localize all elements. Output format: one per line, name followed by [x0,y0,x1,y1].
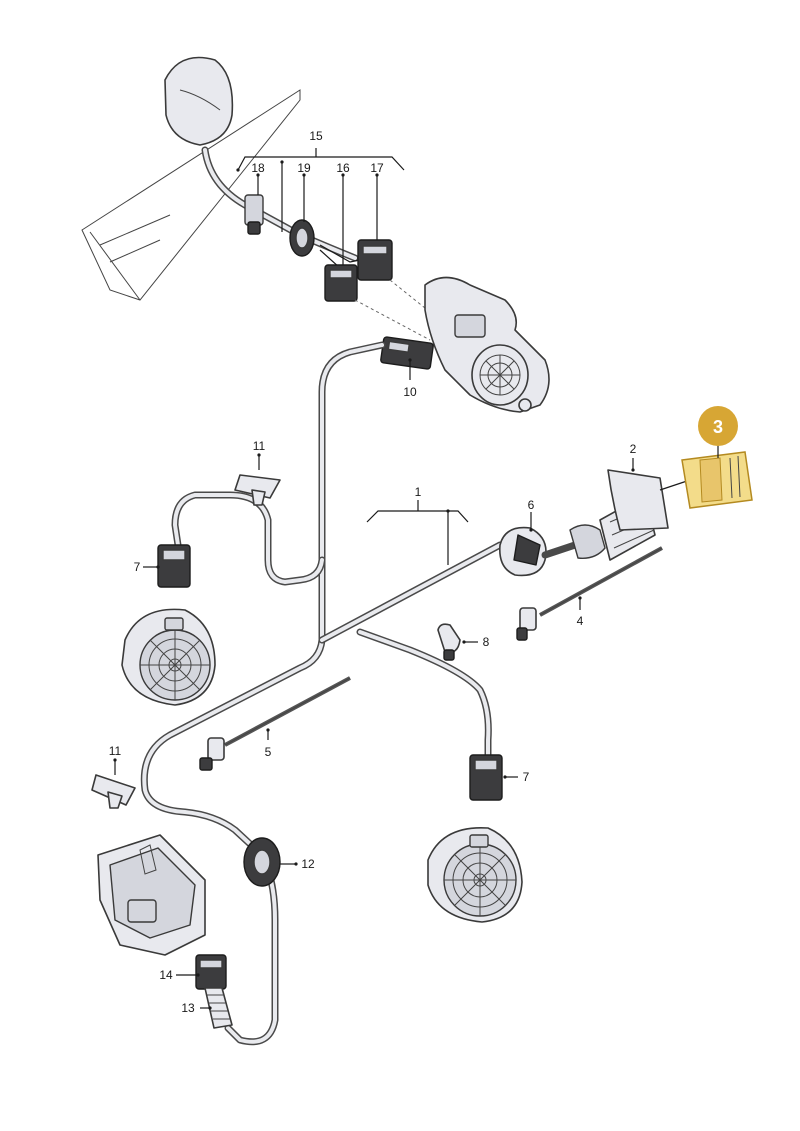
clip-item-11-upper [234,474,281,506]
door-lock-module [97,834,206,956]
callout-4: 4 [577,614,584,628]
connector-item-10 [380,336,434,370]
boot-item-2 [569,469,669,561]
connector-item-7-right [469,754,503,801]
callout-11-upper: 11 [253,439,266,453]
callout-3: 3 [713,417,723,437]
connector-item-16 [324,264,358,302]
callout-18: 18 [251,161,265,175]
highlight-badge-item-3: 3 [698,406,738,446]
boot-item-13 [204,987,233,1029]
callout-labels: 15 18 19 16 17 10 11 1 2 6 7 4 8 5 11 7 … [109,129,637,1015]
cable-tie-item-5 [199,676,351,771]
window-motor [424,276,550,413]
callout-5: 5 [265,745,272,759]
callout-11-lower: 11 [109,744,122,758]
grommet-item-12 [243,837,281,887]
callout-14: 14 [159,968,173,982]
connector-item-17 [357,239,393,281]
clip-item-11-lower [91,774,136,809]
grommet-item-6 [498,526,547,577]
callout-16: 16 [336,161,350,175]
callout-1: 1 [415,485,422,499]
callout-19: 19 [297,161,311,175]
clip-item-18 [244,194,264,235]
connector-item-14 [195,954,227,990]
callout-2: 2 [630,442,637,456]
leader-lines [113,148,719,1010]
callout-13: 13 [181,1001,195,1015]
door-panel-sketch [81,56,301,301]
main-harness [140,341,504,1046]
connector-item-7-left [157,544,191,588]
part-item-3-highlighted [659,451,753,509]
speaker-left [121,608,216,706]
grommet-item-19 [289,219,315,257]
callout-7-right: 7 [523,770,530,784]
callout-17: 17 [370,161,384,175]
callout-10: 10 [403,385,417,399]
cable-tie-item-4 [516,546,663,641]
speaker-right [427,827,523,923]
callout-15: 15 [309,129,323,143]
callout-8: 8 [483,635,490,649]
clip-item-8 [437,623,461,661]
callout-7-left: 7 [134,560,141,574]
callout-6: 6 [528,498,535,512]
callout-12: 12 [301,857,315,871]
